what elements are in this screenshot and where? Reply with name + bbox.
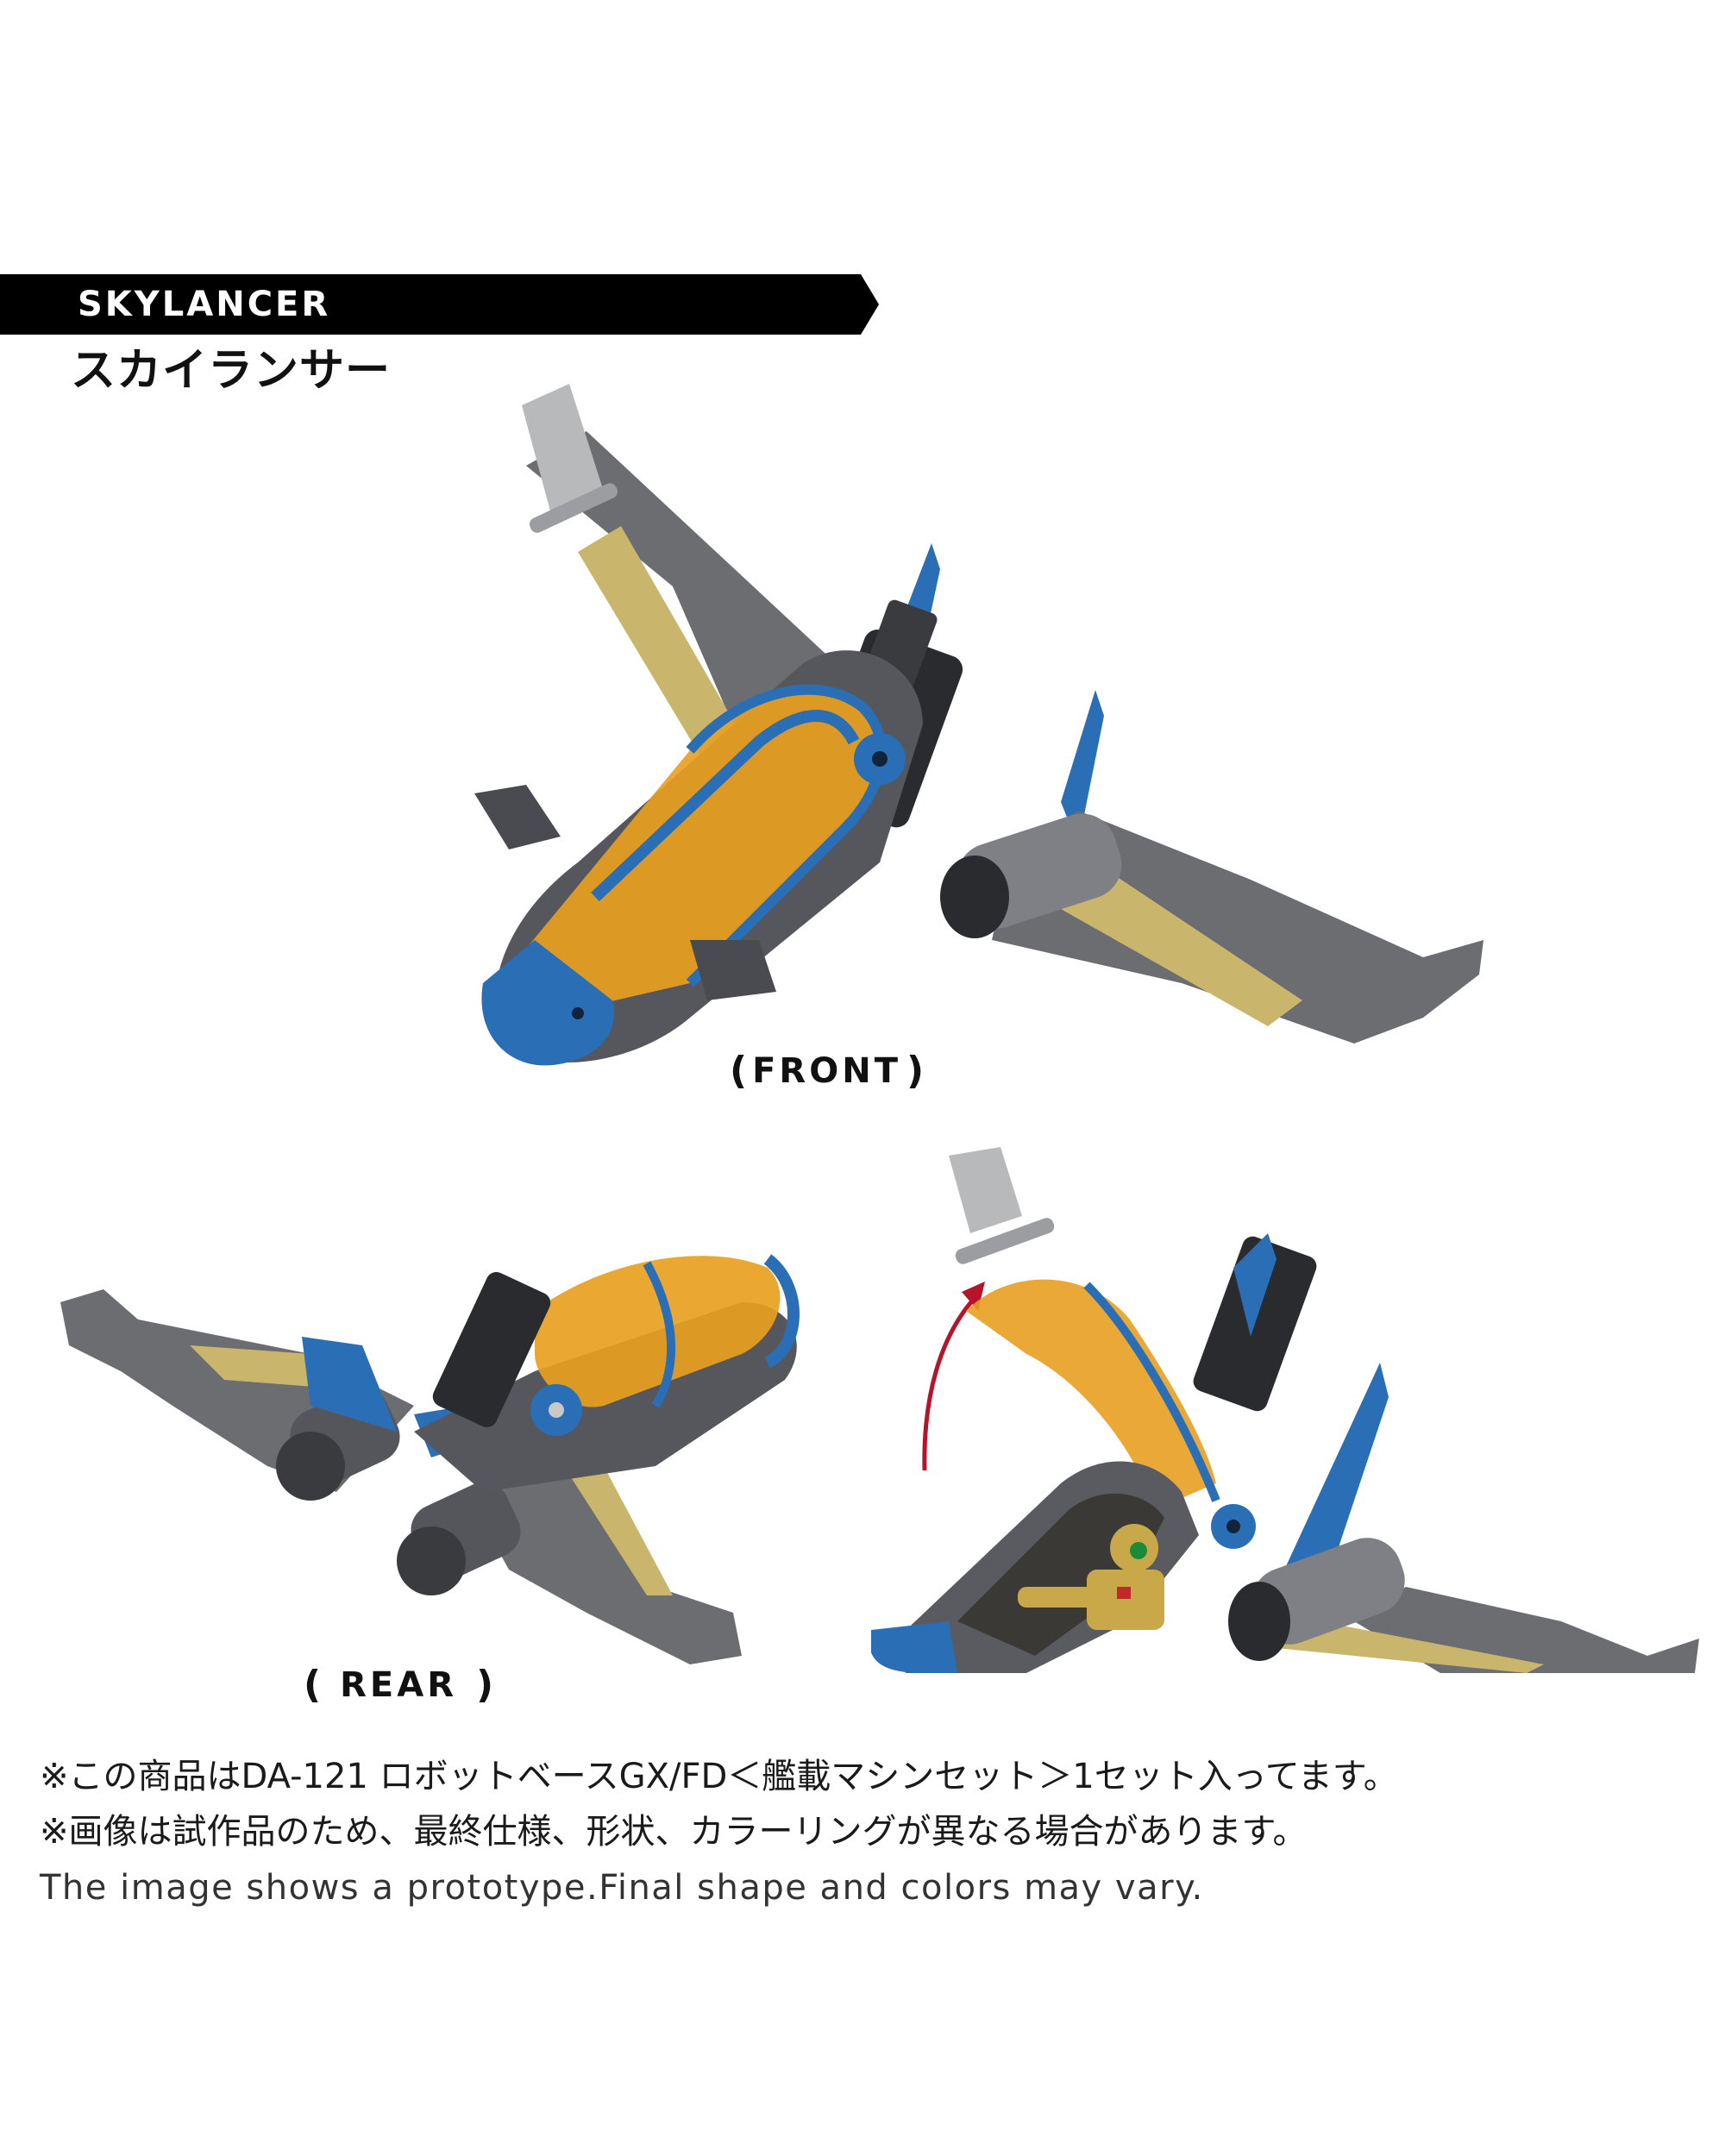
red-curved-arrow-icon [922, 1296, 976, 1471]
product-note-prototype-jp: ※画像は試作品のため、最終仕様、形状、カラーリングが異なる場合があります。 [40, 1812, 1308, 1852]
front-view-image [474, 379, 1509, 1069]
label-bracket-open: ( [304, 1663, 322, 1707]
label-bracket-close: ) [476, 1663, 494, 1707]
product-note-contents: ※この商品はDA-121 ロボットベースGX/FD＜艦載マシンセット＞1セット入… [40, 1757, 1398, 1796]
rear-view-image [52, 1207, 828, 1673]
front-label-text: FRONT [752, 1051, 901, 1091]
product-name-jp: スカイランサー [71, 345, 392, 397]
open-cockpit-image [871, 1138, 1708, 1673]
product-note-prototype-en: The image shows a prototype.Final shape … [40, 1868, 1204, 1908]
label-bracket-open: ( [730, 1049, 748, 1093]
front-view-label: ( FRONT ) [730, 1050, 924, 1092]
product-name-en: SKYLANCER [78, 285, 331, 324]
title-banner: SKYLANCER [0, 274, 880, 335]
rear-view-label: ( REAR ) [304, 1664, 493, 1706]
label-bracket-close: ) [906, 1049, 925, 1093]
banner-arrow-shape [0, 274, 879, 335]
rear-label-text: REAR [340, 1665, 457, 1705]
